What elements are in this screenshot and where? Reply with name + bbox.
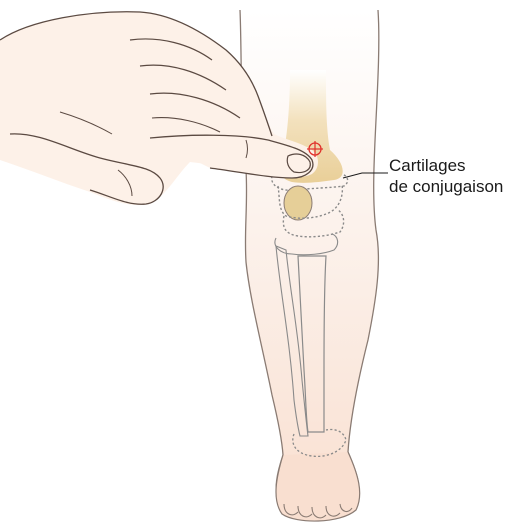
annotation-label-line1: Cartilages bbox=[389, 156, 466, 176]
foot-outline bbox=[276, 452, 360, 521]
foot bbox=[276, 452, 360, 521]
patella bbox=[284, 186, 312, 220]
annotation-label-line2: de conjugaison bbox=[389, 177, 503, 197]
